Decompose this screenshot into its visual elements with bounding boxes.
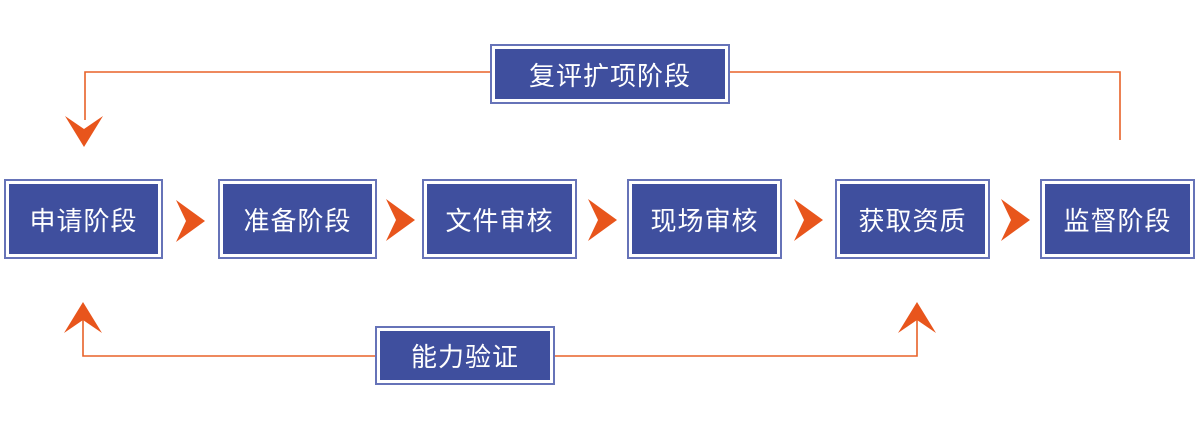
arrow-up-icon <box>64 302 102 333</box>
flow-step-supervision: 监督阶段 <box>1042 181 1193 257</box>
flow-step-label: 监督阶段 <box>1063 205 1172 236</box>
flow-step-document-review: 文件审核 <box>424 181 575 257</box>
chevron-right-icon <box>386 199 415 241</box>
chevron-right-icon <box>176 200 205 242</box>
flow-step-obtain-qualification: 获取资质 <box>837 181 988 257</box>
arrow-down-icon <box>65 116 103 147</box>
flow-step-application: 申请阶段 <box>6 181 161 257</box>
flow-step-label: 申请阶段 <box>29 205 138 236</box>
chevron-right-icon <box>588 199 617 241</box>
flow-step-onsite-review: 现场审核 <box>629 181 780 257</box>
chevron-right-icon <box>794 199 823 241</box>
arrow-up-icon <box>898 302 936 333</box>
loop-label-proficiency-testing: 能力验证 <box>377 328 553 383</box>
loop-label-reassessment-expansion: 复评扩项阶段 <box>492 46 728 102</box>
loop-label-text: 复评扩项阶段 <box>528 60 691 91</box>
chevron-right-icon <box>1001 199 1030 241</box>
flow-step-label: 获取资质 <box>858 205 967 236</box>
flow-step-label: 现场审核 <box>650 205 759 236</box>
flow-step-label: 准备阶段 <box>243 205 352 236</box>
loop-label-text: 能力验证 <box>410 342 519 372</box>
flow-step-label: 文件审核 <box>445 205 554 236</box>
flow-step-preparation: 准备阶段 <box>220 181 375 257</box>
